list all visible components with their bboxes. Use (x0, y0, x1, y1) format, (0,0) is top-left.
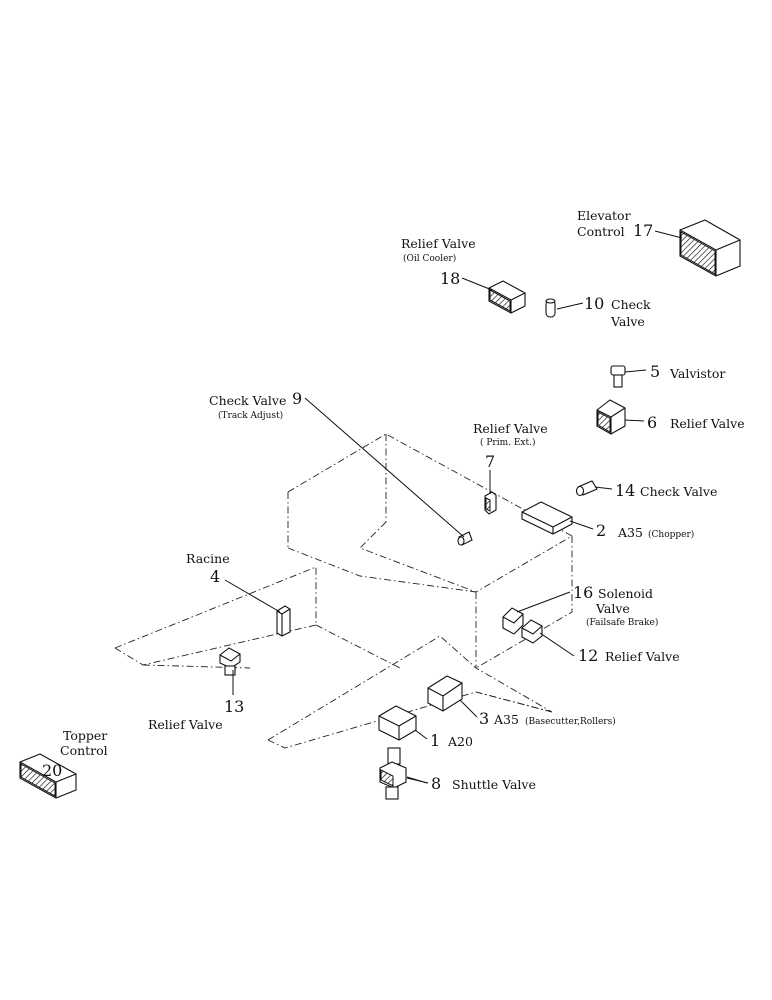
a20-text: A20 (447, 734, 473, 749)
check-track-text: Check Valve (209, 393, 286, 408)
racine-valve (276, 605, 291, 637)
machine-frame-outline (114, 433, 573, 749)
label-valvistor: 5 Valvistor (650, 362, 725, 381)
check-track-sub: (Track Adjust) (218, 410, 283, 421)
relief-valve-12 (521, 619, 543, 644)
label-relief-13: 13 Relief Valve (148, 697, 244, 732)
relief-6-number: 6 (647, 413, 657, 432)
a35-basecutter-block (427, 675, 463, 712)
label-relief-prim: Relief Valve ( Prim. Ext.) 7 (473, 421, 548, 471)
shuttle-text: Shuttle Valve (452, 777, 536, 792)
label-a35-base: 3 A35 (Basecutter,Rollers) (479, 709, 616, 728)
label-topper: Topper Control 20 (42, 728, 108, 780)
label-relief-oil-cooler: Relief Valve (Oil Cooler) 18 (401, 236, 476, 288)
label-check-track: Check Valve 9 (Track Adjust) (209, 389, 302, 421)
relief-prim-text: Relief Valve (473, 421, 548, 436)
solenoid-valve (502, 607, 524, 635)
leader-lines (224, 230, 683, 784)
relief-6-text: Relief Valve (670, 416, 745, 431)
a35-chopper-block (521, 501, 573, 535)
topper-text1: Topper (63, 728, 107, 743)
check-14-number: 14 (615, 481, 635, 500)
label-relief-12: 12 Relief Valve (578, 646, 680, 665)
label-a35-chopper: 2 A35 (Chopper) (596, 521, 694, 540)
relief-valve-6 (596, 399, 626, 435)
racine-text: Racine (186, 551, 230, 566)
topper-text2: Control (60, 743, 108, 758)
check-valve-14 (575, 480, 598, 497)
solenoid-text1: Solenoid (598, 586, 653, 601)
check-valve-10 (545, 298, 556, 318)
label-racine: Racine 4 (186, 551, 230, 586)
relief-13-text: Relief Valve (148, 717, 223, 732)
a35-chopper-text: A35 (617, 525, 643, 540)
solenoid-sub: (Failsafe Brake) (586, 617, 658, 628)
check-valve-10-text1: Check (611, 297, 651, 312)
a35-base-sub: (Basecutter,Rollers) (525, 716, 616, 727)
label-check-14: 14 Check Valve (615, 481, 717, 500)
racine-number: 4 (210, 567, 220, 586)
solenoid-text2: Valve (595, 601, 630, 616)
valvistor-number: 5 (650, 362, 660, 381)
check-valve-10-number: 10 (584, 294, 604, 313)
valvistor-part (610, 365, 626, 388)
a35-base-text: A35 (493, 712, 519, 727)
elevator-control-block (679, 219, 741, 277)
label-relief-6: 6 Relief Valve (647, 413, 745, 432)
elevator-control-text1: Elevator (577, 208, 631, 223)
a20-number: 1 (430, 731, 440, 750)
check-14-text: Check Valve (640, 484, 717, 499)
relief-valve-13 (219, 647, 241, 676)
relief-oil-cooler-text: Relief Valve (401, 236, 476, 251)
label-shuttle: 8 Shuttle Valve (431, 774, 536, 793)
relief-valve-prim-ext (484, 491, 497, 515)
solenoid-number: 16 (573, 583, 593, 602)
relief-12-number: 12 (578, 646, 598, 665)
relief-prim-number: 7 (485, 452, 495, 471)
label-solenoid: 16 Solenoid Valve (Failsafe Brake) (573, 583, 658, 628)
valvistor-text: Valvistor (669, 366, 725, 381)
relief-13-number: 13 (224, 697, 244, 716)
topper-control-block (19, 753, 77, 799)
label-a20: 1 A20 (430, 731, 473, 750)
relief-valve-oil-cooler (488, 280, 526, 314)
a35-chopper-number: 2 (596, 521, 606, 540)
check-valve-10-text2: Valve (610, 314, 645, 329)
a35-chopper-sub: (Chopper) (648, 529, 694, 540)
relief-oil-cooler-number: 18 (440, 269, 460, 288)
shuttle-valve (379, 747, 407, 800)
label-elevator-control: Elevator Control 17 (577, 208, 653, 240)
shuttle-number: 8 (431, 774, 441, 793)
elevator-control-text2: Control (577, 224, 625, 239)
relief-oil-cooler-sub: (Oil Cooler) (403, 253, 456, 264)
relief-prim-sub: ( Prim. Ext.) (480, 437, 536, 448)
check-track-number: 9 (292, 389, 302, 408)
a20-block (378, 705, 417, 741)
label-check-valve-10: 10 Check Valve (584, 294, 651, 329)
elevator-control-number: 17 (633, 221, 653, 240)
topper-number: 20 (42, 761, 62, 780)
a35-base-number: 3 (479, 709, 489, 728)
relief-12-text: Relief Valve (605, 649, 680, 664)
check-valve-track-adjust (457, 531, 473, 546)
